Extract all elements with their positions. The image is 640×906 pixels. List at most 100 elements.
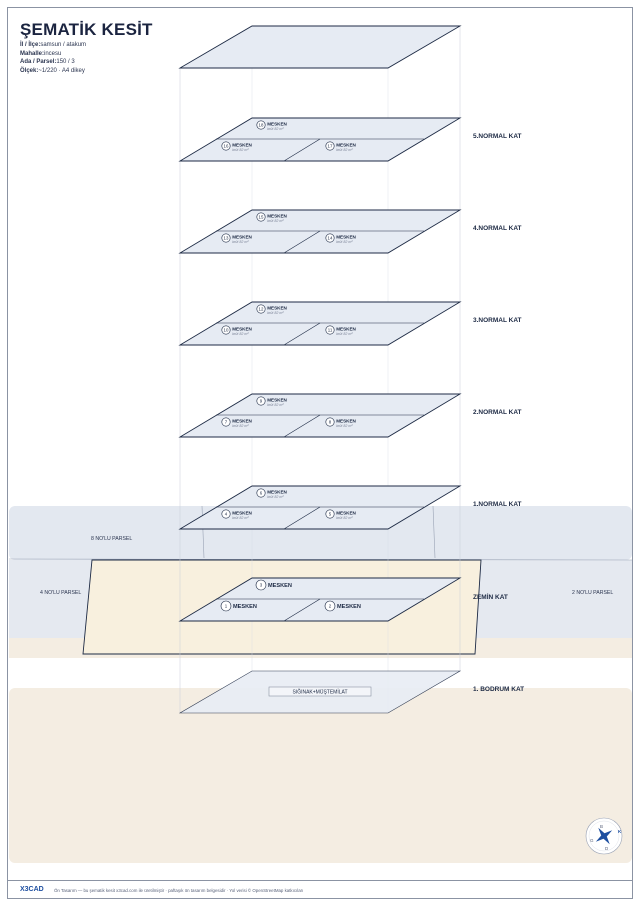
unit-number: 6 xyxy=(260,491,263,496)
unit-number-badge xyxy=(255,579,267,591)
unit-divider-vertical xyxy=(283,414,321,438)
sheet-frame xyxy=(7,7,633,899)
floor-plate xyxy=(178,485,462,530)
unit-divider-vertical xyxy=(283,598,321,622)
floor-plate xyxy=(178,393,462,438)
floor-plate xyxy=(178,577,462,622)
unit-area: brüt 82 m² xyxy=(267,219,284,223)
unit-number: 5 xyxy=(329,512,332,517)
unit-area: brüt 82 m² xyxy=(232,148,249,152)
unit-area: brüt 82 m² xyxy=(267,495,284,499)
floor-label-3: 3.NORMAL KAT xyxy=(473,317,522,324)
unit-name: MESKEN xyxy=(232,510,252,515)
unit-number-badge xyxy=(221,233,231,243)
unit-number-badge xyxy=(256,120,266,130)
unit-number: 8 xyxy=(329,420,332,425)
unit-number-badge xyxy=(325,325,335,335)
unit-number: 4 xyxy=(225,512,228,517)
footer-note: Ön Tasarım — bu şematik kesit x3cad.com … xyxy=(54,887,304,893)
unit-divider-vertical xyxy=(283,230,321,254)
parcel-label-4: 4 NO'LU PARSEL xyxy=(40,590,82,596)
basement-label-box xyxy=(268,686,372,697)
unit-number: 15 xyxy=(259,215,264,220)
unit-area: brüt 82 m² xyxy=(232,516,249,520)
unit-number: 14 xyxy=(328,236,333,241)
unit-divider-vertical xyxy=(283,138,321,162)
unit-number-badge xyxy=(221,325,231,335)
parcel-band-top xyxy=(9,506,632,560)
unit-area: brüt 82 m² xyxy=(232,332,249,336)
floor-label-5: 5.NORMAL KAT xyxy=(473,133,522,140)
unit-number: 17 xyxy=(328,144,333,149)
unit-number-badge xyxy=(325,417,335,427)
unit-area: brüt 82 m² xyxy=(336,148,353,152)
unit-number-badge xyxy=(256,212,266,222)
unit-area: brüt 82 m² xyxy=(232,240,249,244)
unit-name: MESKEN xyxy=(336,142,356,147)
floor-label-zemin: ZEMİN KAT xyxy=(473,594,508,601)
parcel-boundary-line xyxy=(8,558,633,561)
unit-name: MESKEN xyxy=(267,121,287,126)
unit-area: brüt 82 m² xyxy=(336,424,353,428)
floor-label-4: 4.NORMAL KAT xyxy=(473,225,522,232)
floor-plate xyxy=(178,117,462,162)
unit-number: 13 xyxy=(224,236,229,241)
unit-name: MESKEN xyxy=(268,583,292,589)
unit-number: 10 xyxy=(224,328,229,333)
unit-number: 16 xyxy=(224,144,229,149)
unit-number: 7 xyxy=(225,420,228,425)
unit-number-badge xyxy=(256,304,266,314)
unit-number: 18 xyxy=(259,123,264,128)
meta-il: İl / İlçe:samsun / atakum xyxy=(20,42,87,48)
parcel-label-2: 2 NO'LU PARSEL xyxy=(572,590,614,596)
unit-name: MESKEN xyxy=(336,234,356,239)
unit-area: brüt 82 m² xyxy=(267,403,284,407)
floor-plate xyxy=(178,301,462,346)
floor-label-1: 1.NORMAL KAT xyxy=(473,501,522,508)
unit-divider-vertical xyxy=(283,506,321,530)
page-title: ŞEMATİK KESİT xyxy=(20,20,153,39)
parcel-side-left xyxy=(201,505,205,559)
unit-number-badge xyxy=(221,141,231,151)
meta-ada: Ada / Parsel:150 / 3 xyxy=(20,59,75,65)
unit-name: MESKEN xyxy=(232,418,252,423)
unit-number-badge xyxy=(324,600,336,612)
unit-area: brüt 82 m² xyxy=(336,240,353,244)
unit-number: 12 xyxy=(259,307,264,312)
unit-number-badge xyxy=(256,396,266,406)
unit-area: brüt 82 m² xyxy=(232,424,249,428)
unit-number-badge xyxy=(221,509,231,519)
roof-plate xyxy=(178,25,462,69)
unit-name: MESKEN xyxy=(232,142,252,147)
unit-name: MESKEN xyxy=(267,489,287,494)
unit-area: brüt 82 m² xyxy=(336,332,353,336)
unit-name: MESKEN xyxy=(267,305,287,310)
floor-plate xyxy=(178,209,462,254)
unit-name: MESKEN xyxy=(337,604,361,610)
floor-label-bodrum: 1. BODRUM KAT xyxy=(473,686,525,693)
parcel-label-8: 8 NO'LU PARSEL xyxy=(91,536,133,542)
unit-area: brüt 82 m² xyxy=(267,311,284,315)
unit-name: MESKEN xyxy=(232,234,252,239)
parcel-side-right xyxy=(432,505,436,559)
brand-logo[interactable]: X3CAD xyxy=(20,886,44,893)
unit-name: MESKEN xyxy=(233,604,257,610)
unit-name: MESKEN xyxy=(336,418,356,423)
unit-number-badge xyxy=(325,233,335,243)
unit-number-badge xyxy=(221,417,231,427)
unit-area: brüt 82 m² xyxy=(267,127,284,131)
unit-number: 1 xyxy=(225,604,228,609)
unit-number-badge xyxy=(325,509,335,519)
unit-number: 9 xyxy=(260,399,263,404)
unit-area: brüt 82 m² xyxy=(336,516,353,520)
unit-number: 11 xyxy=(328,328,333,333)
unit-divider-vertical xyxy=(283,322,321,346)
unit-number: 3 xyxy=(260,583,263,588)
meta-mahalle: Mahalle:incesu xyxy=(20,50,62,57)
floor-label-2: 2.NORMAL KAT xyxy=(473,409,522,416)
meta-olcek: Ölçek:~1/220 · A4 dikey xyxy=(20,67,85,74)
basement-label: SIĞINAK+MÜŞTEMİLAT xyxy=(292,689,347,696)
unit-name: MESKEN xyxy=(267,397,287,402)
soil-band xyxy=(9,688,632,863)
